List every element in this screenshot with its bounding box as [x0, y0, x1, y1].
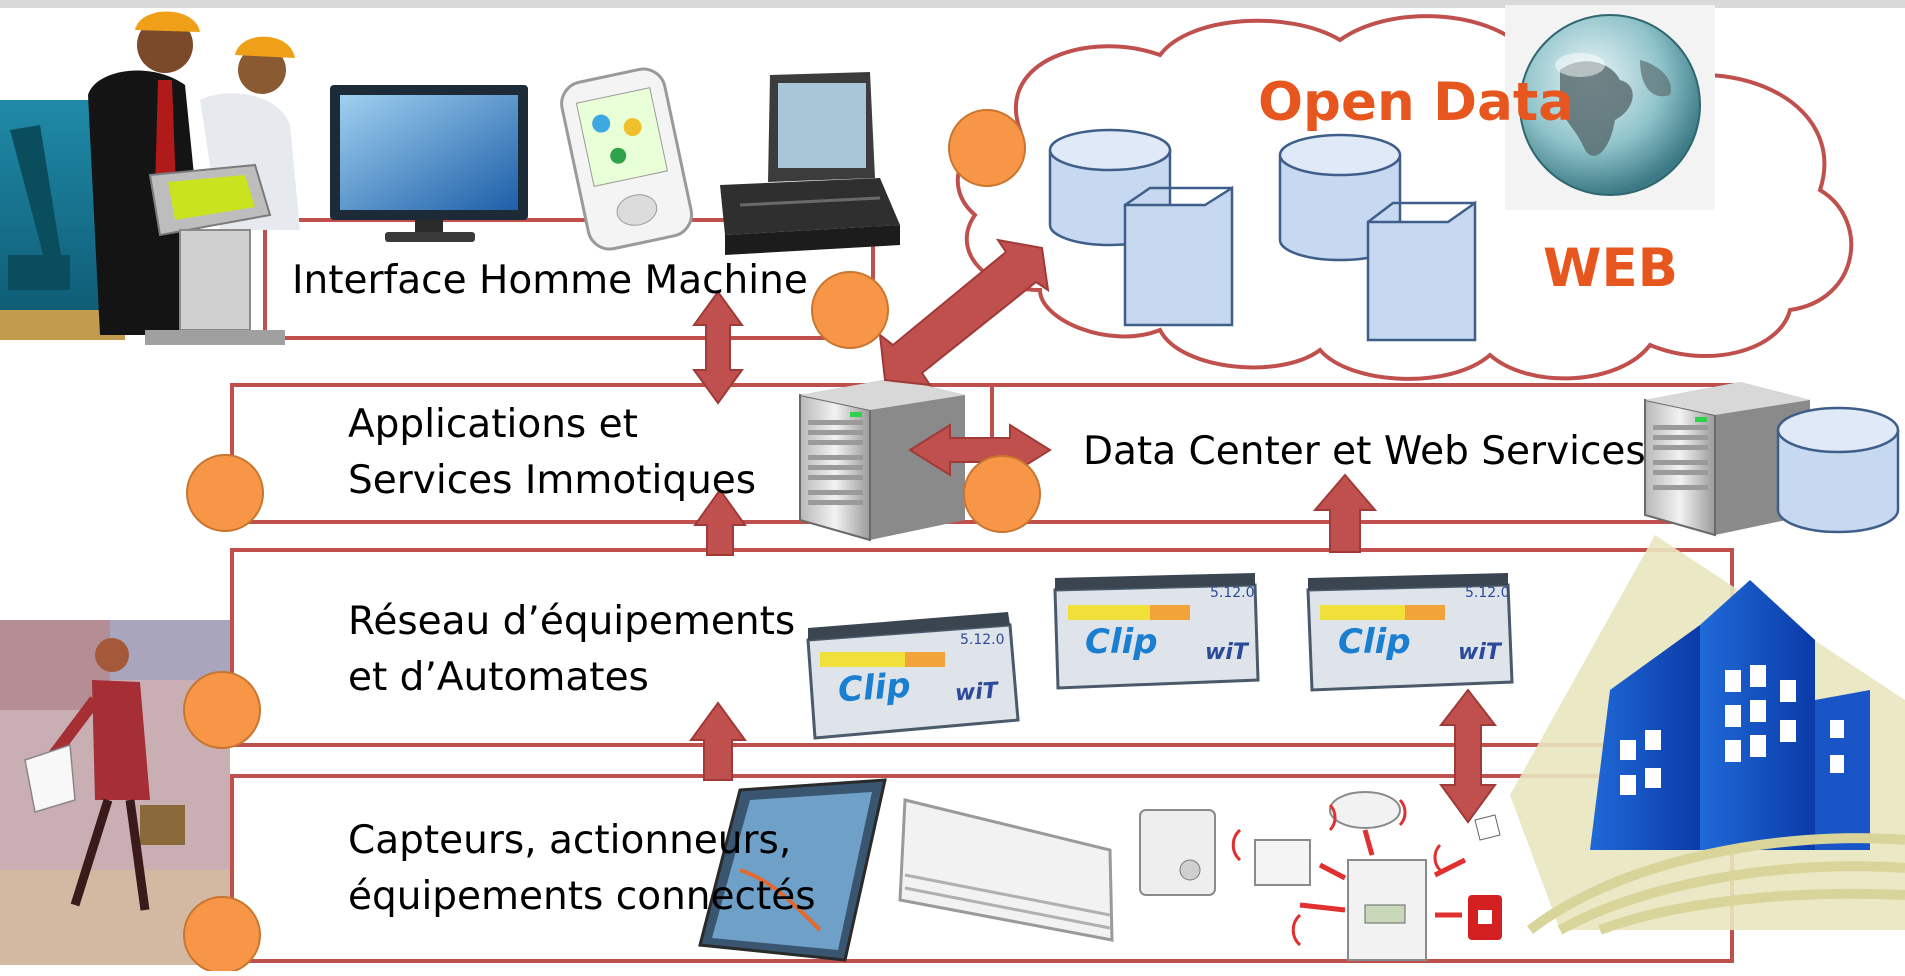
document-icon: [1366, 200, 1477, 342]
connection-nodes: [183, 109, 1041, 974]
ihm-label: Interface Homme Machine: [292, 258, 808, 303]
clip-device-3: [1306, 573, 1514, 692]
globe-icon: [1505, 5, 1715, 210]
thermostat-icon: [1139, 809, 1216, 896]
reseau-datacenter-arrow: [1312, 473, 1378, 553]
clip-brand-label: Clip: [1085, 622, 1158, 662]
open-data-label: Open Data: [1258, 72, 1574, 133]
node: [183, 671, 261, 749]
clip-maker-label: wiT: [1458, 640, 1501, 665]
clip-version-label: 5.12.0: [1465, 585, 1510, 601]
apps-label-line2: Services Immotiques: [348, 458, 757, 503]
node: [183, 896, 261, 974]
clip-maker-label: wiT: [1205, 640, 1248, 665]
clip-version-label: 5.12.0: [960, 632, 1005, 648]
solar-panel-icon: [698, 778, 887, 962]
database-icon: [1776, 406, 1900, 534]
monitor-icon: [330, 85, 528, 242]
datacenter-label: Data Center et Web Services: [1083, 429, 1646, 474]
air-conditioner-icon: [898, 798, 1114, 942]
apps-label-line1: Applications et: [348, 402, 638, 447]
clip-brand-label: Clip: [1338, 622, 1411, 662]
node: [948, 109, 1026, 187]
capteurs-reseau-arrow: [689, 701, 747, 781]
node: [811, 271, 889, 349]
clip-brand-label: Clip: [836, 665, 912, 711]
node: [963, 455, 1041, 533]
top-band: [0, 0, 1905, 8]
capteurs-label-line2: équipements connectés: [348, 874, 816, 919]
server-icon: [1644, 382, 1810, 537]
server-icon: [799, 378, 965, 542]
web-label: WEB: [1543, 238, 1679, 299]
open-data-files: [1048, 128, 1477, 342]
laptop-icon: [720, 72, 900, 255]
alarm-system-icon: [1231, 791, 1502, 961]
document-icon: [1123, 185, 1234, 327]
node: [186, 454, 264, 532]
clip-device-2: [1053, 573, 1260, 690]
reseau-label-line1: Réseau d’équipements: [348, 599, 796, 644]
clip-device-1: [806, 612, 1020, 740]
server-cloud-arrow: [878, 238, 1050, 387]
ihm-apps-arrow: [692, 290, 744, 405]
clip-version-label: 5.12.0: [1210, 585, 1255, 601]
capteurs-label-line1: Capteurs, actionneurs,: [348, 818, 792, 863]
woman-illustration: [0, 620, 230, 965]
clip-maker-label: wiT: [954, 678, 999, 707]
engineers-illustration: [0, 11, 300, 345]
building-illustration: [1510, 535, 1905, 935]
arrows: [689, 238, 1498, 824]
capteurs-reseau-double-arrow: [1438, 688, 1498, 824]
pda-icon: [560, 67, 694, 251]
reseau-label-line2: et d’Automates: [348, 655, 649, 700]
reseau-apps-arrow: [693, 488, 747, 556]
